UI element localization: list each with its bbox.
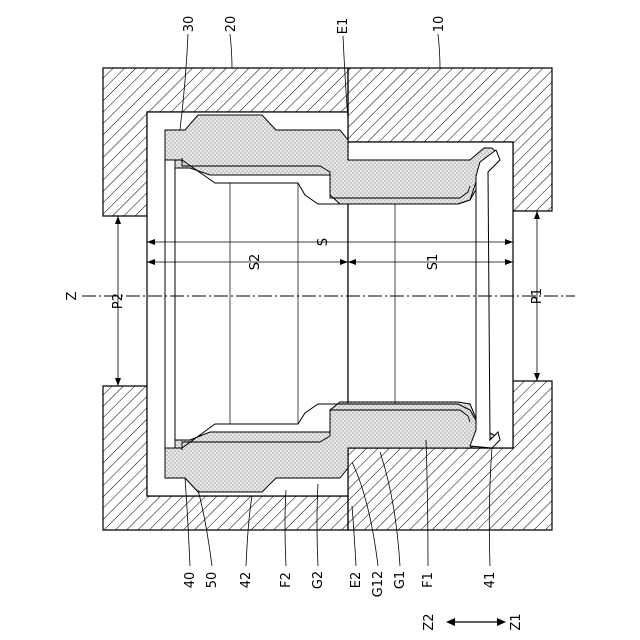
label-42: 42 (239, 572, 254, 589)
label-30: 30 (182, 16, 197, 33)
core-50 (165, 160, 175, 448)
label-s2: S2 (248, 254, 263, 271)
label-f1: F1 (421, 572, 436, 588)
label-p1: P1 (530, 288, 545, 304)
label-z: Z (65, 291, 80, 300)
label-g2: G2 (311, 571, 326, 589)
label-s: S (316, 238, 331, 246)
label-g1: G1 (393, 571, 408, 589)
label-e1: E1 (336, 18, 351, 35)
label-g12: G12 (371, 571, 386, 598)
label-50: 50 (205, 572, 220, 589)
label-z2: Z2 (422, 613, 437, 630)
label-41: 41 (483, 572, 498, 589)
label-40: 40 (183, 572, 198, 589)
label-s1: S1 (426, 254, 441, 271)
label-10: 10 (432, 16, 447, 33)
label-z1: Z1 (509, 613, 524, 630)
label-20: 20 (224, 16, 239, 33)
label-e2: E2 (349, 572, 364, 589)
label-f2: F2 (279, 572, 294, 588)
label-p2: P2 (111, 293, 126, 309)
